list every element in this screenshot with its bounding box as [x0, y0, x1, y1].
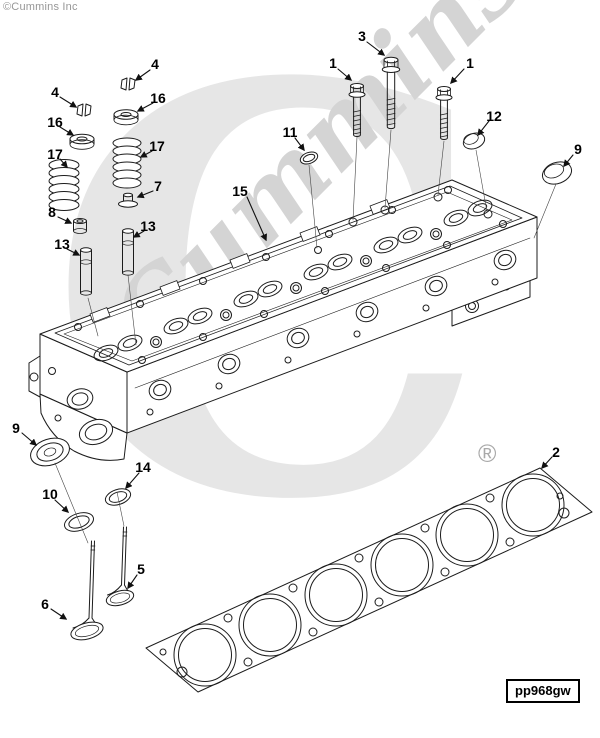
callout-6: 6	[41, 596, 49, 612]
callout-9-top: 9	[574, 141, 582, 157]
callout-5: 5	[137, 561, 145, 577]
valve-5	[105, 526, 135, 607]
callout-1-right: 1	[466, 55, 474, 71]
registered-mark-icon: ®	[478, 440, 497, 468]
retainer-16-left	[69, 133, 95, 150]
callout-7: 7	[154, 178, 162, 194]
callout-14: 14	[135, 459, 151, 475]
valve-guide-13-right	[122, 228, 134, 276]
callout-15: 15	[232, 183, 248, 199]
ring-10	[63, 512, 95, 532]
callout-4-left: 4	[51, 84, 59, 100]
callout-13-left: 13	[54, 236, 70, 252]
valve-spring-17-right	[112, 137, 142, 189]
head-gasket	[145, 467, 593, 693]
collets-4-left	[76, 103, 92, 117]
bolt-1-right	[435, 86, 453, 140]
seal-9-left	[30, 437, 70, 467]
valve-seats	[93, 199, 493, 362]
callout-11: 11	[282, 124, 298, 140]
front-ports	[146, 249, 517, 416]
callout-17-left: 17	[47, 146, 63, 162]
callout-1-left: 1	[329, 55, 337, 71]
retainer-16-right	[113, 109, 139, 126]
callout-3: 3	[358, 28, 366, 44]
part-code-box: pp968gw	[506, 679, 580, 703]
assembly-lines	[54, 129, 557, 544]
copyright-notice: ©Cummins Inc	[3, 1, 78, 13]
callout-8: 8	[48, 204, 56, 220]
callout-12: 12	[486, 108, 502, 124]
valve-6	[70, 540, 104, 641]
bolt-1-left	[348, 83, 366, 137]
callout-10: 10	[42, 486, 58, 502]
cup-plug-12	[462, 132, 486, 150]
seal-9-right	[541, 161, 573, 185]
valve-guide-13-left	[80, 247, 92, 296]
oring-11	[299, 151, 319, 165]
stem-seal-8	[73, 218, 87, 234]
stem-seal-7	[118, 192, 138, 208]
callout-16-left: 16	[47, 114, 63, 130]
leader-arrows	[21, 41, 574, 620]
callout-17-right: 17	[149, 138, 165, 154]
callout-16-right: 16	[150, 90, 166, 106]
callout-13-right: 13	[140, 218, 156, 234]
bolt-3	[381, 56, 401, 130]
valve-spring-17-left	[48, 159, 80, 211]
callout-2: 2	[552, 444, 560, 460]
collets-4-right	[120, 77, 136, 91]
cylinder-head	[28, 179, 538, 461]
callout-9-left: 9	[12, 420, 20, 436]
callout-4-right: 4	[151, 56, 159, 72]
